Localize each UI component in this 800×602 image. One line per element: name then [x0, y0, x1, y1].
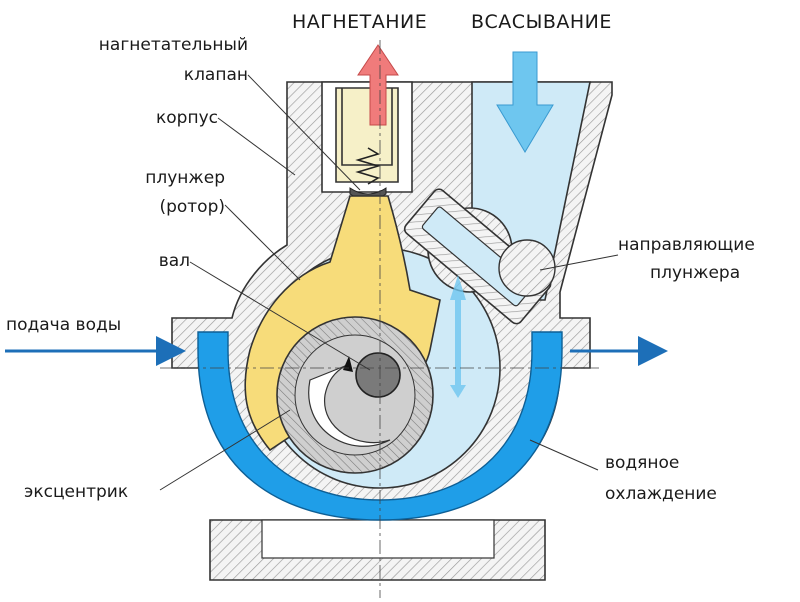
leader-shaft	[189, 261, 371, 371]
leader-plunger	[224, 204, 301, 281]
eccentric-crescent	[308, 365, 391, 447]
label-plunger-line2: (ротор)	[159, 197, 225, 217]
valve-walls	[341, 88, 393, 166]
discharge-title: НАГНЕТАНИЕ	[292, 11, 427, 33]
water-cooling-jacket	[197, 331, 563, 521]
base-cutout	[261, 519, 495, 559]
label-plunger-line1: плунжер	[145, 168, 225, 188]
label-cooling-line2: охлаждение	[605, 484, 717, 504]
label-guide-line2: плунжера	[650, 263, 740, 283]
valve-spring	[355, 147, 381, 185]
leader-eccentric	[159, 409, 291, 491]
discharge-valve-body	[335, 87, 399, 183]
suction-arrow	[496, 51, 554, 153]
leader-housing	[217, 117, 296, 176]
label-water-supply: подача воды	[6, 315, 121, 335]
label-cooling-line1: водяное	[605, 453, 679, 473]
label-shaft: вал	[159, 251, 190, 271]
label-discharge-valve-line2: клапан	[184, 65, 248, 85]
leader-cooling	[529, 439, 599, 471]
leader-discharge-valve	[247, 74, 361, 191]
label-eccentric: эксцентрик	[24, 482, 128, 502]
guide-pocket	[498, 239, 556, 297]
leader-guide	[539, 254, 619, 271]
discharge-arrow	[357, 44, 399, 126]
label-discharge-valve-line1: нагнетательный	[99, 35, 248, 55]
label-housing: корпус	[156, 108, 218, 128]
shaft	[355, 352, 401, 398]
label-guide-line1: направляющие	[618, 235, 755, 255]
internal-flow-arrow	[450, 275, 466, 398]
suction-title: ВСАСЫВАНИЕ	[471, 11, 612, 33]
